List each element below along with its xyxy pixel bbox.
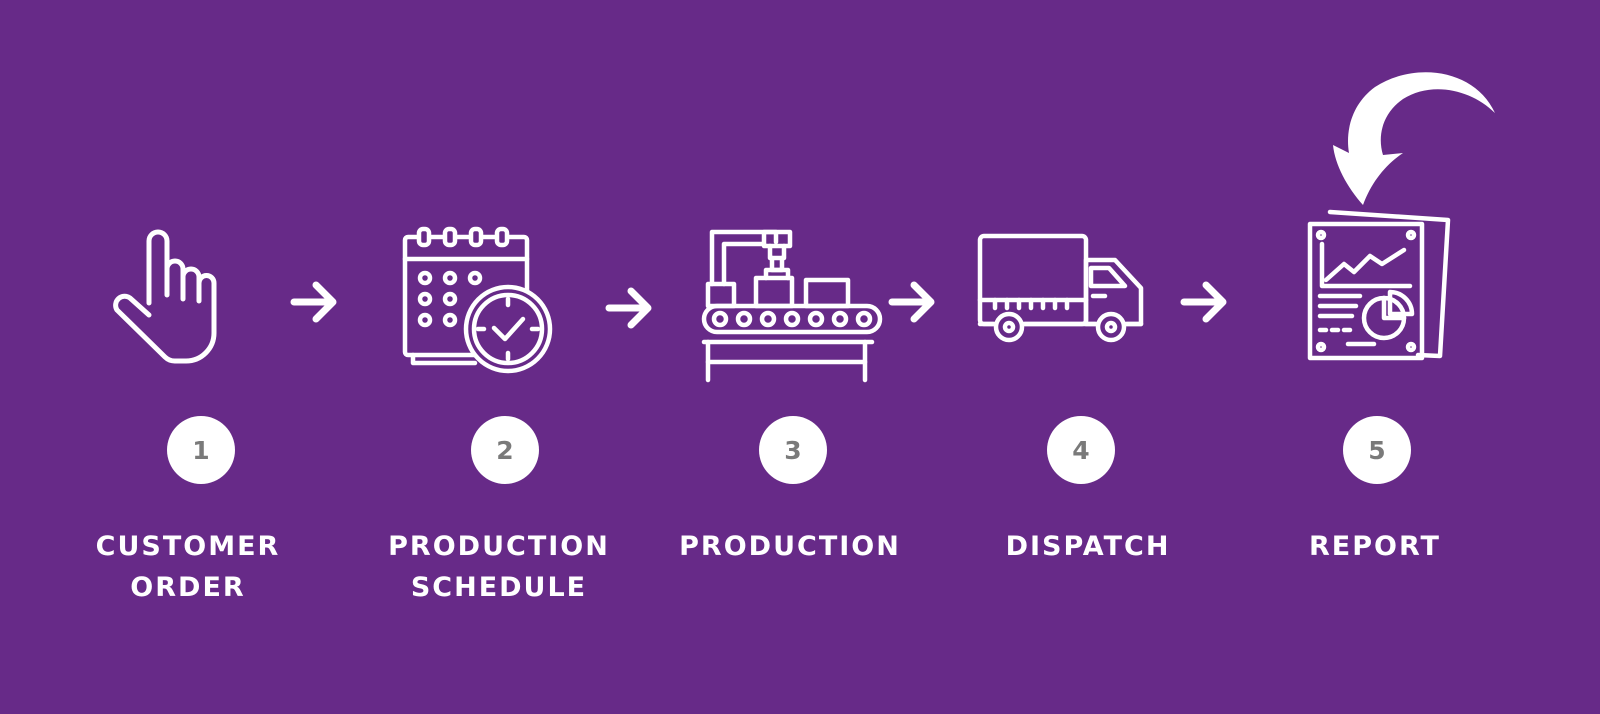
delivery-truck-icon xyxy=(975,230,1150,350)
step-label-production-schedule: PRODUCTION SCHEDULE xyxy=(349,526,649,608)
conveyor-belt-icon xyxy=(700,228,885,388)
step-label-customer-order: CUSTOMER ORDER xyxy=(38,526,338,608)
step-label-line: PRODUCTION xyxy=(388,531,610,562)
report-document-icon xyxy=(1300,209,1455,370)
step-label-production: PRODUCTION xyxy=(640,526,940,567)
step-label-line: REPORT xyxy=(1309,531,1441,562)
step-label-line: DISPATCH xyxy=(1005,531,1171,562)
step-label-line: PRODUCTION xyxy=(679,531,901,562)
right-arrow-icon xyxy=(1180,280,1230,328)
step-label-dispatch: DISPATCH xyxy=(938,526,1238,567)
step-number-badge: 2 xyxy=(471,416,539,484)
right-arrow-icon xyxy=(605,286,655,334)
step-number-badge: 5 xyxy=(1343,416,1411,484)
step-number-badge: 3 xyxy=(759,416,827,484)
pointing-hand-icon xyxy=(105,225,225,370)
step-label-line: SCHEDULE xyxy=(410,572,588,603)
step-number-badge: 4 xyxy=(1047,416,1115,484)
calendar-clock-icon xyxy=(395,225,560,380)
right-arrow-icon xyxy=(888,280,938,328)
right-arrow-icon xyxy=(290,280,340,328)
step-number-badge: 1 xyxy=(167,416,235,484)
curved-arrow-icon xyxy=(1305,65,1500,215)
step-label-line: ORDER xyxy=(130,572,246,603)
step-label-line: CUSTOMER xyxy=(95,531,281,562)
step-label-report: REPORT xyxy=(1225,526,1525,567)
